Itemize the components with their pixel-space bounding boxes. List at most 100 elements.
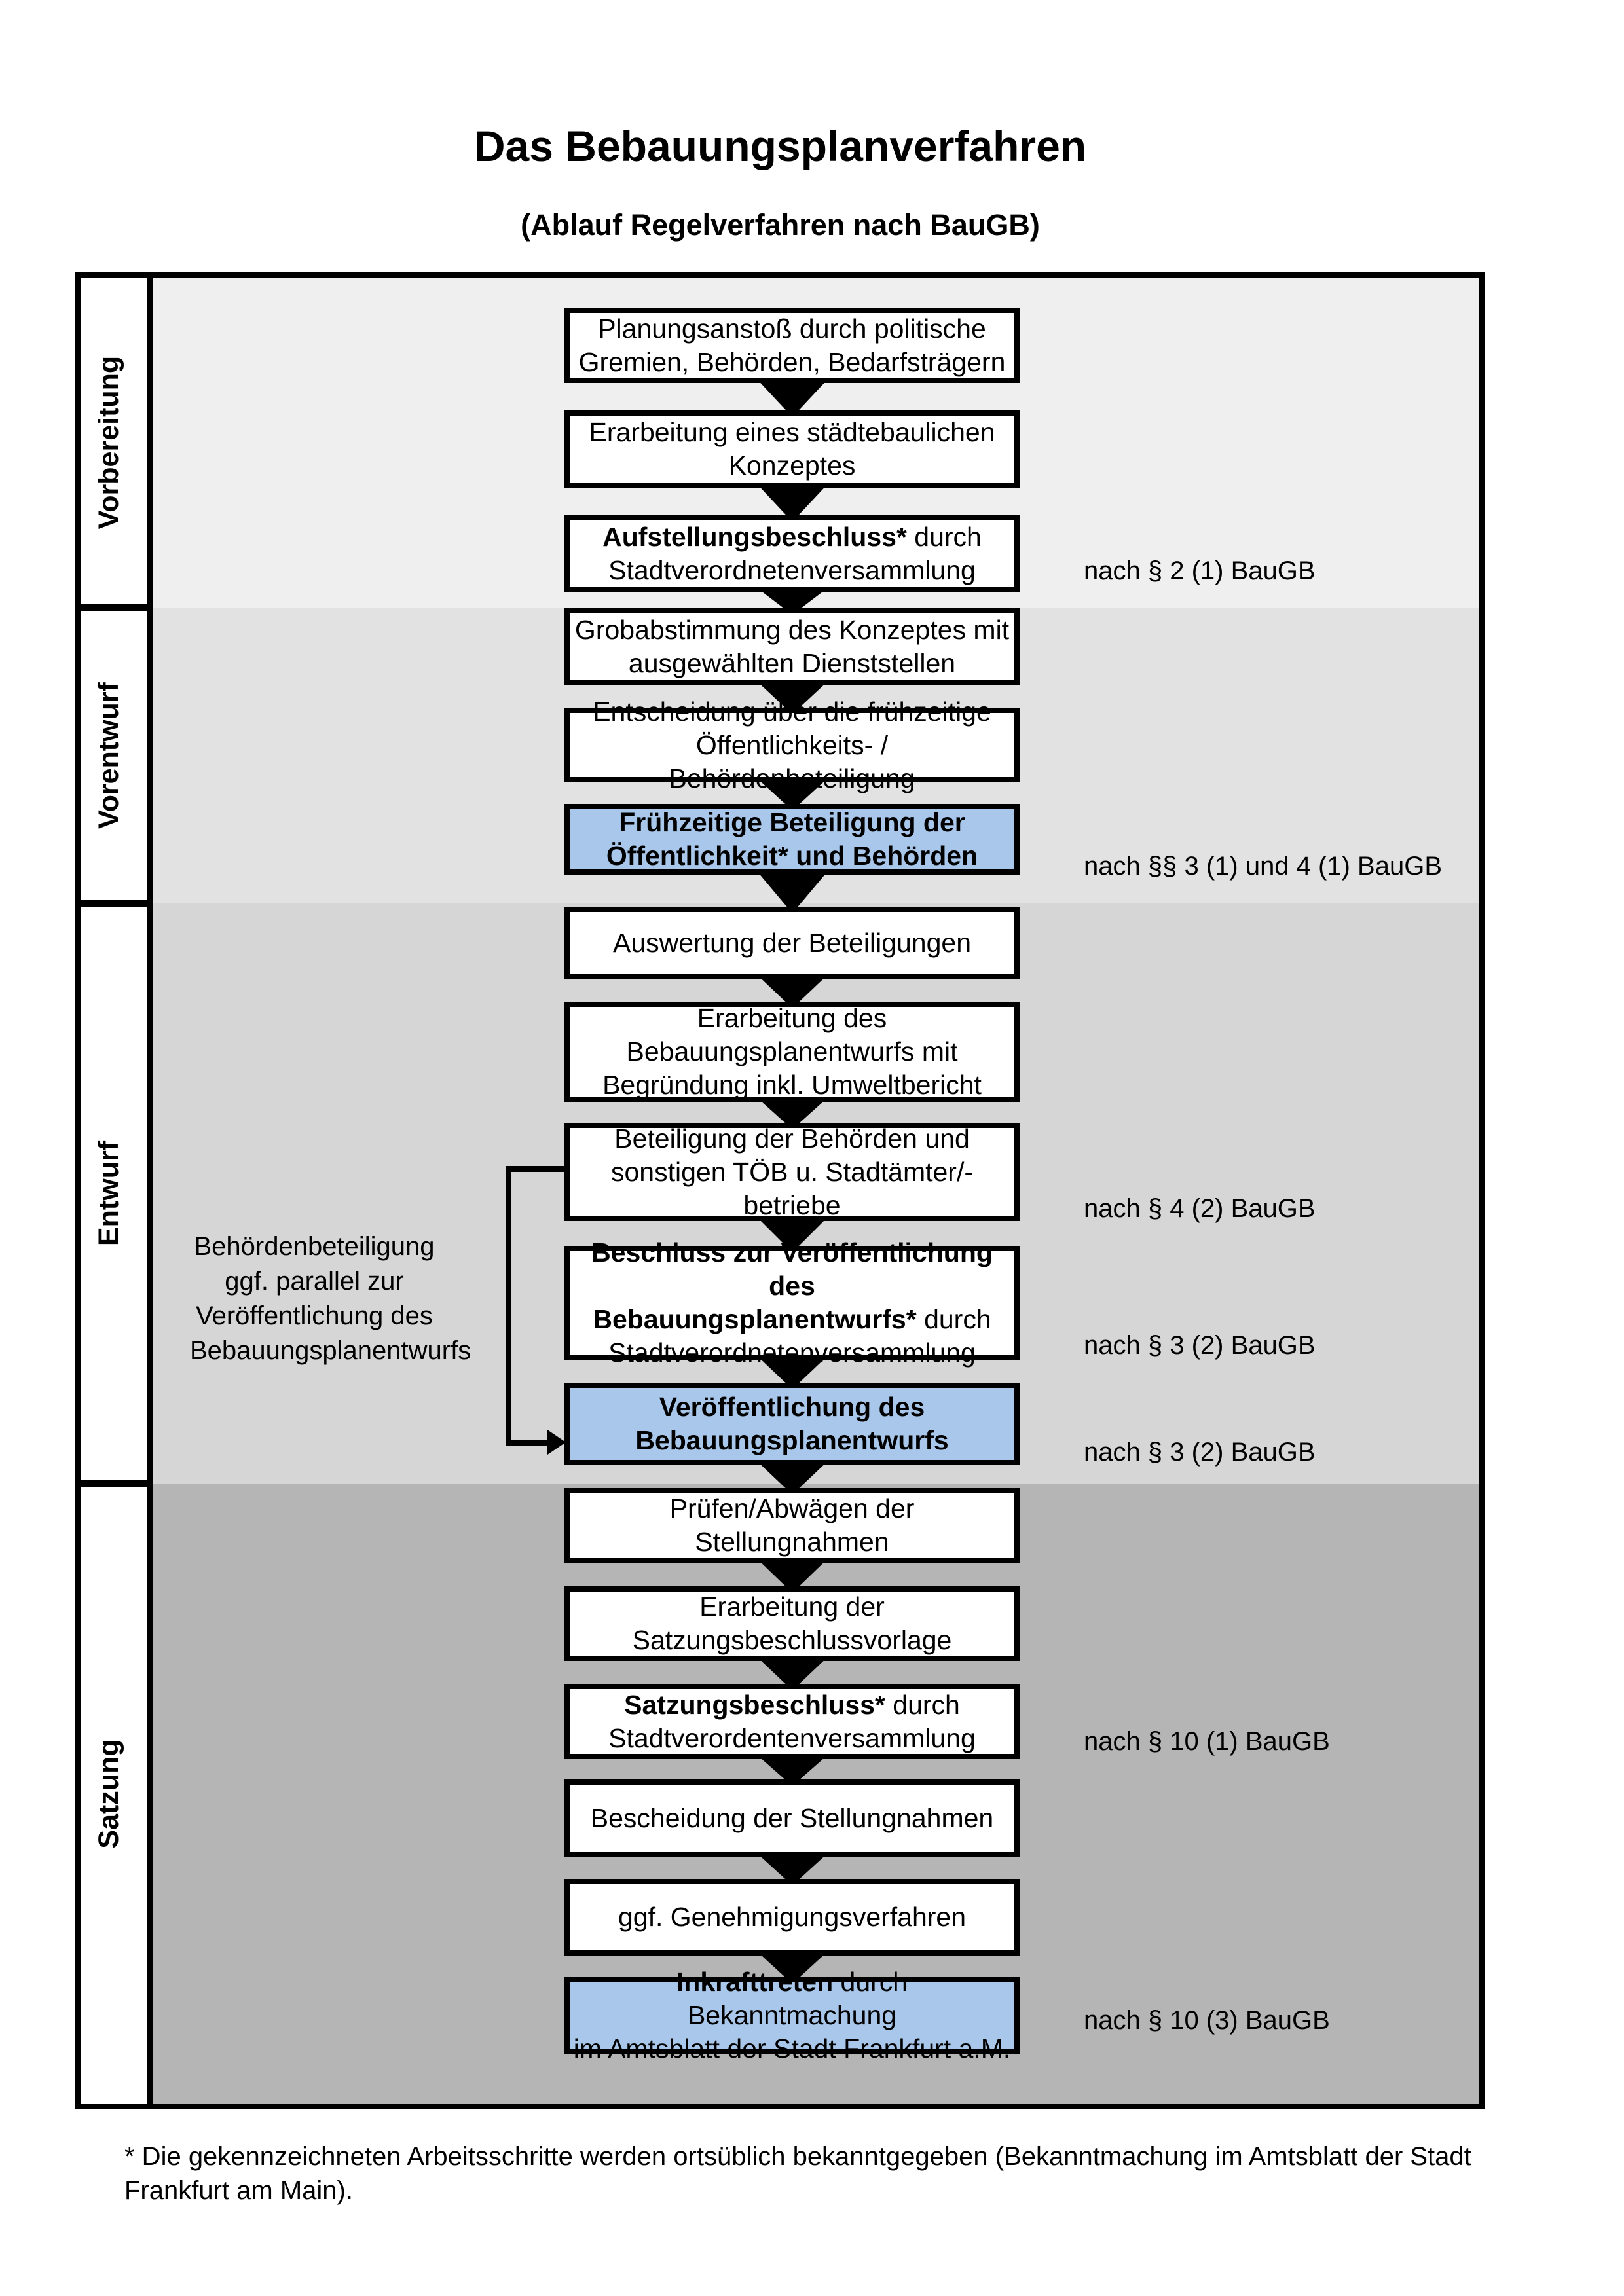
process-step-keyword: Frühzeitige Beteiligung der — [619, 807, 965, 837]
process-box-line: Bebauungsplanentwurfs — [635, 1424, 948, 1457]
side-annotation-line: Bebauungsplanentwurfs — [190, 1336, 471, 1365]
phase-label-separator-3 — [81, 1480, 153, 1487]
process-step-text: durch Bekanntmachung — [687, 1967, 908, 2030]
connector-bottom-line — [506, 1440, 550, 1446]
process-box-line: Stadtverordentenversammlung — [608, 1722, 976, 1755]
process-box-line: Planungsanstoß durch politische — [598, 312, 986, 346]
law-reference: nach § 10 (1) BauGB — [1084, 1727, 1330, 1756]
process-step-keyword: Aufstellungsbeschluss* — [602, 522, 907, 552]
process-step-text: Beteiligung der Behörden und — [614, 1123, 970, 1154]
process-step-keyword: Satzungsbeschluss* — [624, 1689, 885, 1720]
process-step-keyword: Beschluss zur Veröffentlichung des — [591, 1237, 993, 1301]
process-box: Bescheidung der Stellungnahmen — [564, 1779, 1020, 1857]
page-title: Das Bebauungsplanverfahren — [473, 122, 1087, 170]
law-reference: nach § 3 (2) BauGB — [1084, 1438, 1316, 1467]
process-box-line: Veröffentlichung des — [659, 1391, 925, 1424]
process-step-keyword: Bebauungsplanentwurfs — [635, 1425, 949, 1455]
process-box-line: Auswertung der Beteiligungen — [613, 926, 971, 960]
process-box-line: Stadtverordnetenversammlung — [608, 554, 976, 587]
process-box-line: Bebauungsplanentwurfs mit — [627, 1035, 958, 1068]
process-box-line: Öffentlichkeit* und Behörden — [606, 839, 978, 873]
page-subtitle: (Ablauf Regelverfahren nach BauGB) — [521, 208, 1040, 242]
phase-label-satzung: Satzung — [93, 1738, 124, 1849]
process-step-keyword: Öffentlichkeit* und Behörden — [606, 841, 978, 871]
process-box-line: Öffentlichkeits- / Behördenbeteiligung — [570, 729, 1014, 795]
side-annotation-line: Behördenbeteiligung — [194, 1232, 435, 1261]
process-step-text: Öffentlichkeits- / Behördenbeteiligung — [669, 729, 915, 793]
process-box-line: Inkrafttreten durch Bekanntmachung — [570, 1965, 1014, 2032]
process-step-text: ggf. Genehmigungsverfahren — [618, 1902, 967, 1932]
process-step-text: Erarbeitung des — [697, 1003, 887, 1033]
process-box-line: Konzeptes — [729, 449, 856, 483]
process-step-text: durch — [906, 522, 982, 552]
process-step-keyword: Veröffentlichung des — [659, 1392, 925, 1422]
side-annotation-line: Veröffentlichung des — [196, 1302, 433, 1330]
process-box-line: Erarbeitung eines städtebaulichen — [589, 416, 995, 449]
process-box-line: sonstigen TÖB u. Stadtämter/-betriebe — [570, 1156, 1014, 1222]
footnote-line-1: * Die gekennzeichneten Arbeitsschritte w… — [124, 2142, 1471, 2171]
process-box-line: Stadtverordnetenversammlung — [608, 1336, 976, 1370]
process-step-text: durch — [916, 1304, 991, 1334]
down-arrow-icon — [754, 481, 830, 522]
process-box-line: Grobabstimmung des Konzeptes mit — [575, 613, 1009, 647]
process-box: Prüfen/Abwägen der Stellungnahmen — [564, 1488, 1020, 1563]
process-box-line: Frühzeitige Beteiligung der — [619, 806, 965, 839]
process-step-text: Bescheidung der Stellungnahmen — [590, 1803, 994, 1833]
process-step-text: Erarbeitung eines städtebaulichen — [589, 417, 995, 447]
phase-label-separator-2 — [81, 900, 153, 907]
process-step-text: Stadtverordnetenversammlung — [608, 1338, 976, 1368]
down-arrow-icon — [754, 376, 830, 417]
process-box-line: im Amtsblatt der Stadt Frankfurt a.M. — [574, 2032, 1011, 2066]
process-step-text: durch — [885, 1689, 960, 1720]
process-box-line: Erarbeitung der — [699, 1590, 885, 1624]
process-step-text: ausgewählten Dienststellen — [628, 648, 956, 678]
process-box: ggf. Genehmigungsverfahren — [564, 1879, 1020, 1956]
phase-label-vorbereitung: Vorbereitung — [93, 355, 124, 530]
process-box-line: Begründung inkl. Umweltbericht — [602, 1068, 982, 1102]
process-box-line: Satzungsbeschlussvorlage — [633, 1624, 952, 1657]
process-step-text: Begründung inkl. Umweltbericht — [602, 1070, 982, 1100]
process-box-line: Beschluss zur Veröffentlichung des — [570, 1236, 1014, 1303]
law-reference: nach §§ 3 (1) und 4 (1) BauGB — [1084, 852, 1442, 881]
process-step-keyword: Bebauungsplanentwurfs* — [593, 1304, 917, 1334]
process-step-text: Stadtverordentenversammlung — [608, 1722, 976, 1753]
process-step-text: Konzeptes — [728, 450, 856, 481]
process-step-text: Prüfen/Abwägen der Stellungnahmen — [669, 1493, 915, 1557]
process-box-line: Entscheidung über die frühzeitige — [593, 695, 991, 729]
process-step-text: Bebauungsplanentwurfs mit — [626, 1036, 958, 1066]
process-box-line: Erarbeitung des — [697, 1002, 887, 1035]
process-step-keyword: Inkrafttreten — [676, 1967, 834, 1997]
process-step-text: Stadtverordnetenversammlung — [608, 555, 976, 585]
process-step-text: Auswertung der Beteiligungen — [612, 927, 972, 958]
law-reference: nach § 4 (2) BauGB — [1084, 1194, 1316, 1223]
process-box-line: Beteiligung der Behörden und — [614, 1122, 970, 1156]
process-step-text: Planungsanstoß durch politische — [598, 313, 986, 344]
down-arrow-icon — [754, 868, 830, 913]
footnote: * Die gekennzeichneten Arbeitsschritte w… — [124, 2140, 1513, 2208]
process-step-text: Satzungsbeschlussvorlage — [632, 1625, 952, 1655]
phase-label-vorentwurf: Vorentwurf — [93, 682, 124, 829]
process-step-text: sonstigen TÖB u. Stadtämter/-betriebe — [611, 1156, 973, 1220]
process-box-line: Gremien, Behörden, Bedarfsträgern — [579, 346, 1006, 379]
right-arrowhead-icon — [547, 1430, 566, 1455]
connector-top-line — [506, 1166, 564, 1172]
footnote-line-2: Frankfurt am Main). — [124, 2176, 353, 2205]
connector-vertical-line — [506, 1166, 511, 1446]
process-box-line: Satzungsbeschluss* durch — [624, 1688, 960, 1722]
process-box-line: Bebauungsplanentwurfs* durch — [593, 1303, 991, 1336]
phase-label-divider-line — [147, 278, 153, 2104]
process-step-text: Gremien, Behörden, Bedarfsträgern — [578, 346, 1006, 377]
process-step-text: Entscheidung über die frühzeitige — [593, 696, 991, 727]
process-step-text: Grobabstimmung des Konzeptes mit — [574, 615, 1010, 645]
process-box-line: ausgewählten Dienststellen — [629, 647, 955, 680]
